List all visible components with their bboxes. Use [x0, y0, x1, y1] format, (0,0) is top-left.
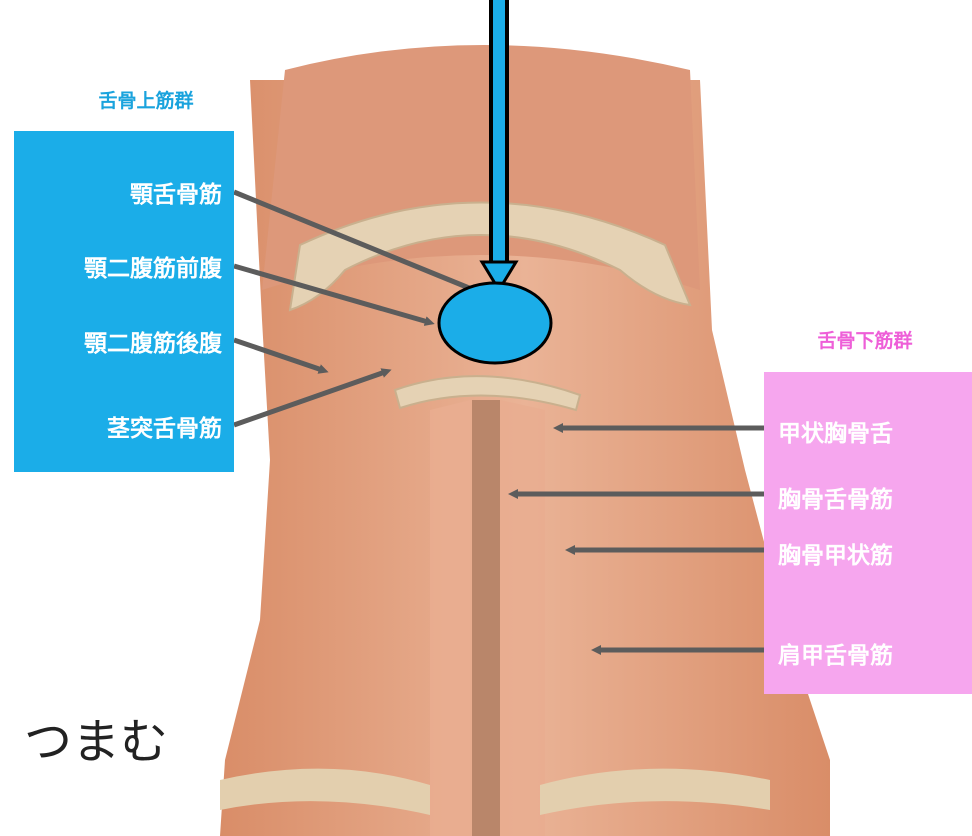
infrahyoid-header: 舌骨下筋群 [760, 326, 970, 353]
ellipse-marker [439, 283, 551, 363]
label-omohyoid: 肩甲舌骨筋 [778, 636, 893, 670]
label-mylohyoid: 顎舌骨筋 [130, 175, 222, 209]
suprahyoid-header: 舌骨上筋群 [56, 86, 236, 113]
infrahyoid-label-panel: 甲状胸骨舌 胸骨舌骨筋 胸骨甲状筋 肩甲舌骨筋 [764, 372, 972, 694]
label-digastric-anterior: 顎二腹筋前腹 [84, 249, 222, 283]
pinch-caption-box: つまむ [0, 692, 190, 772]
label-stylohyoid: 茎突舌骨筋 [107, 409, 222, 443]
label-digastric-posterior: 顎二腹筋後腹 [84, 324, 222, 358]
label-thyrosternohyoid: 甲状胸骨舌 [778, 414, 893, 448]
suprahyoid-label-panel: 顎舌骨筋 顎二腹筋前腹 顎二腹筋後腹 茎突舌骨筋 [14, 131, 234, 472]
pinch-caption: つまむ [24, 702, 168, 772]
label-sternohyoid: 胸骨舌骨筋 [778, 480, 893, 514]
label-sternothyroid: 胸骨甲状筋 [778, 536, 893, 570]
trachea [472, 400, 500, 836]
